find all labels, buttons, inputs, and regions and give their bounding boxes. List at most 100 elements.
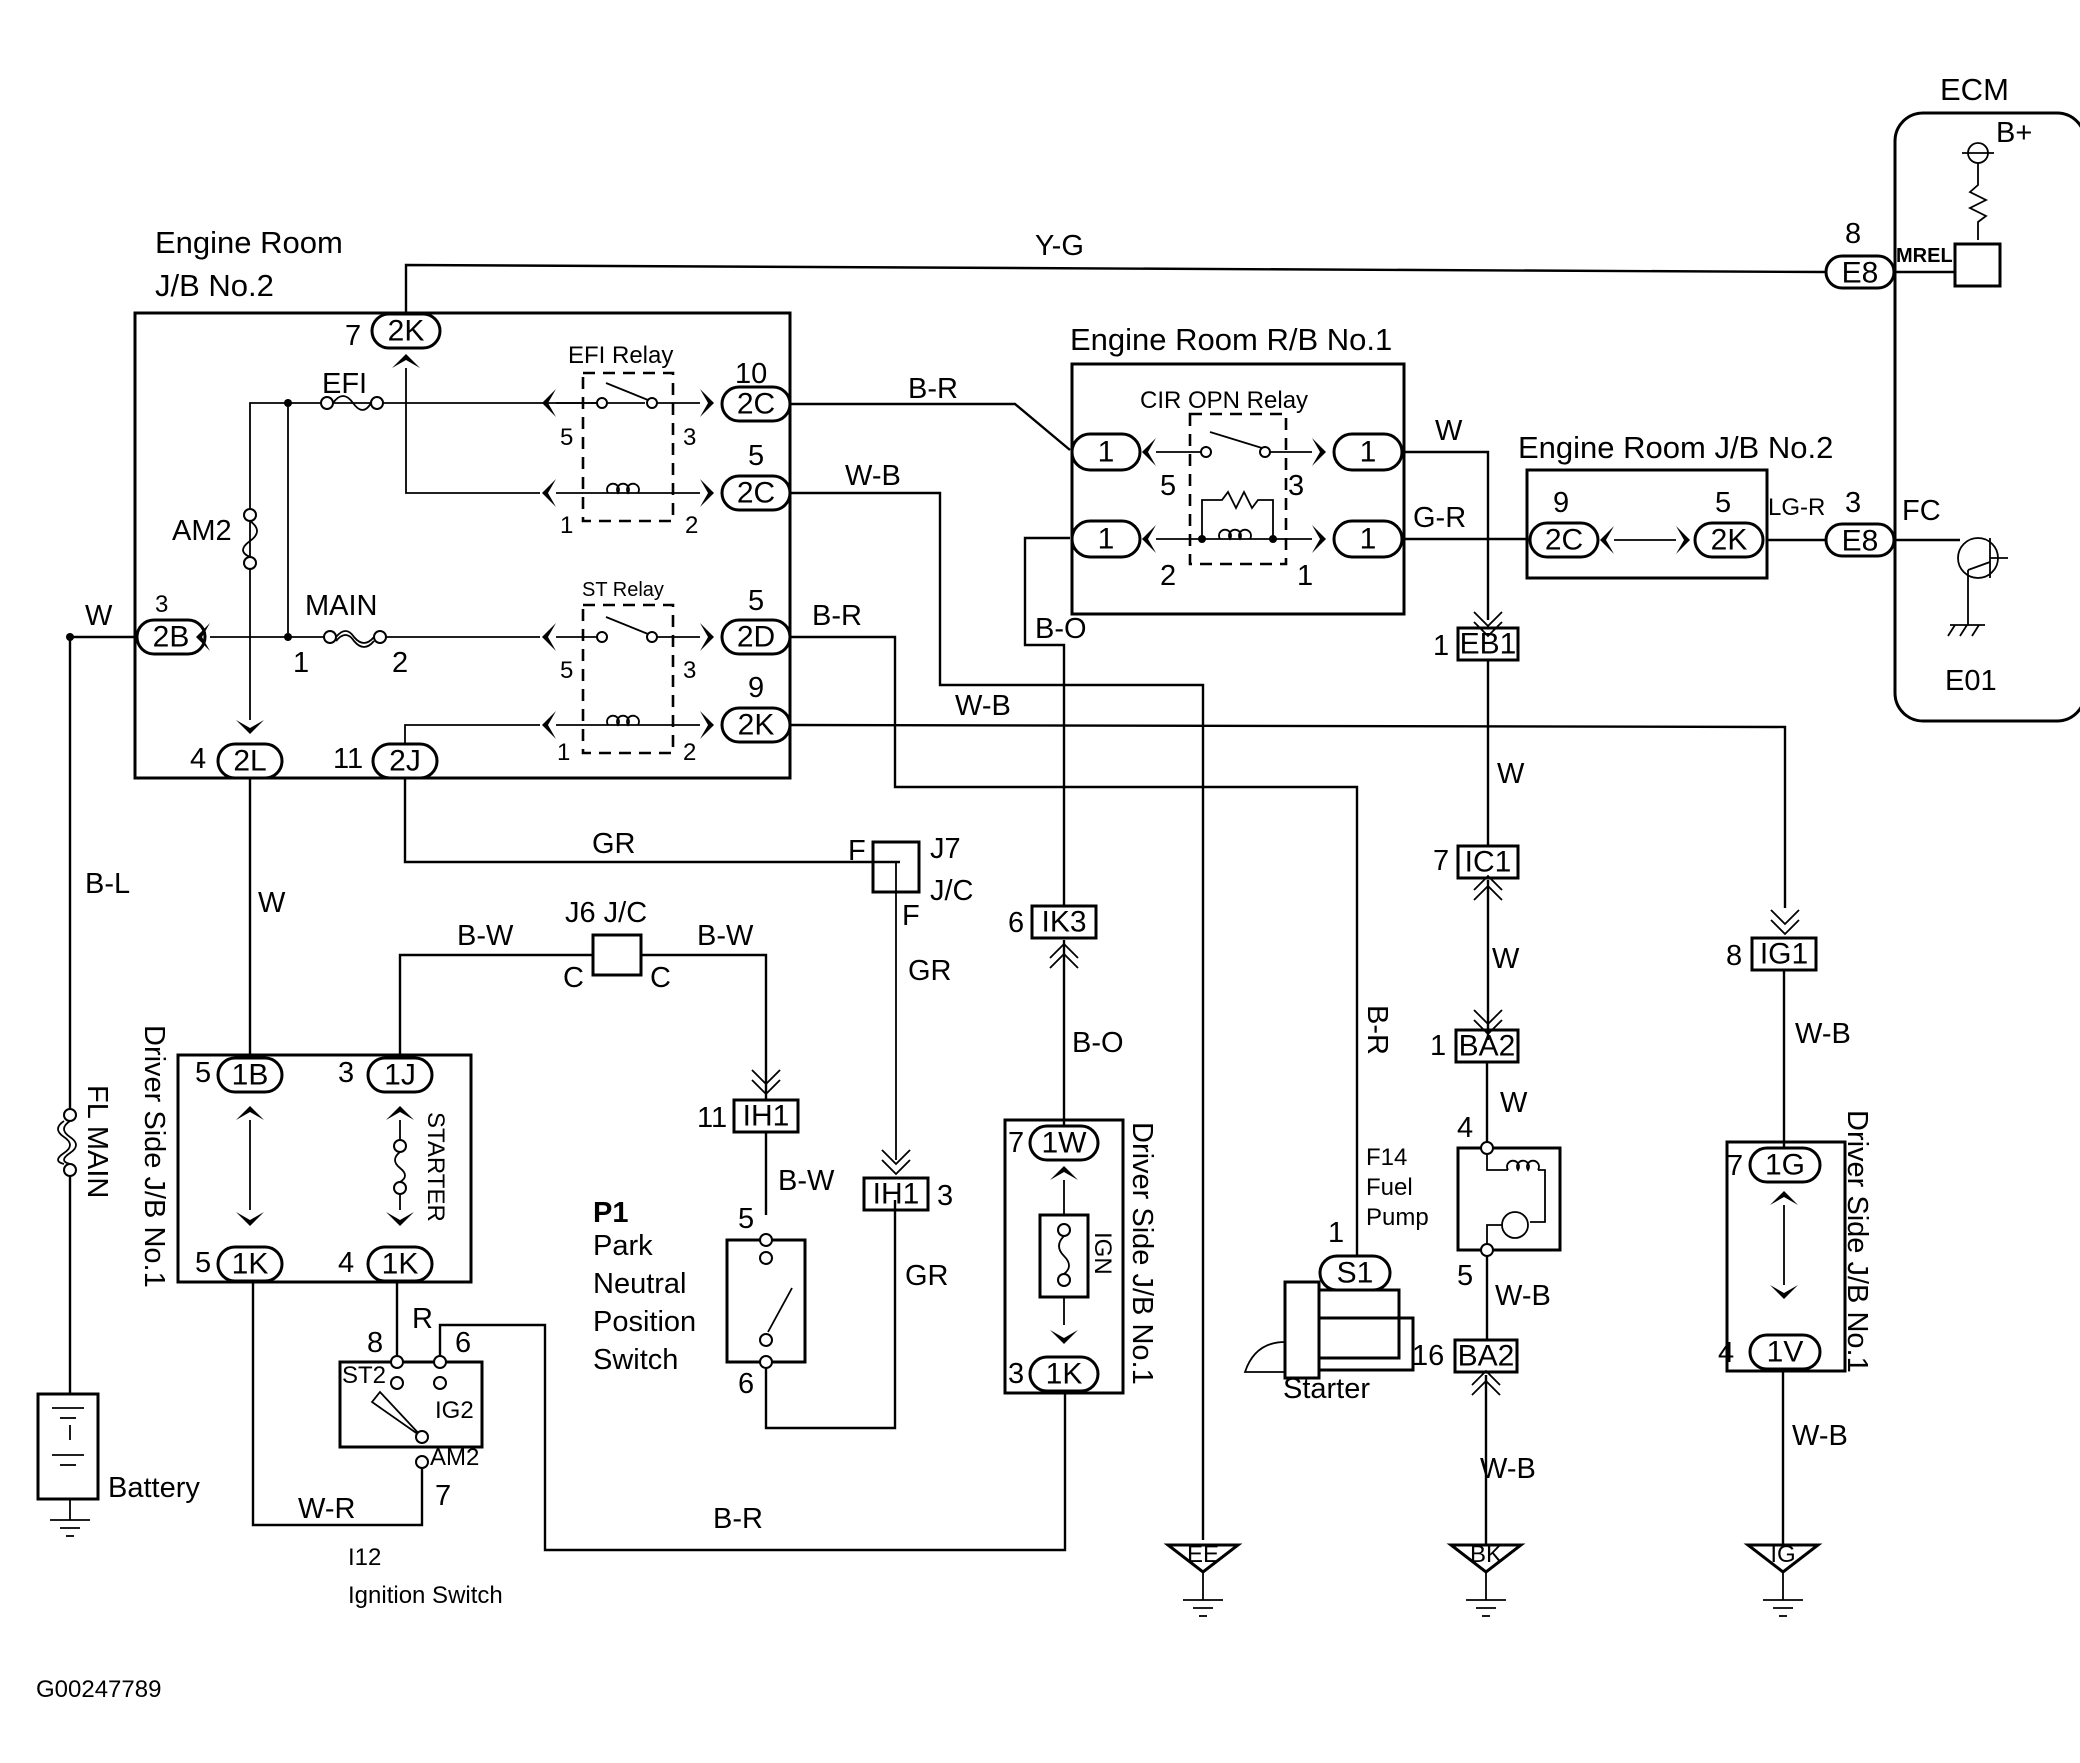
svg-text:1W: 1W (1042, 1127, 1088, 1160)
svg-text:B-R: B-R (812, 600, 862, 632)
connector-1k-pin4[interactable]: 1K (366, 1245, 434, 1283)
efi-fuse-icon (320, 395, 384, 411)
j7-junction-connector: F J7 J/C F (848, 833, 974, 1160)
svg-text:7: 7 (345, 320, 361, 352)
svg-text:3: 3 (1288, 470, 1304, 502)
connector-1b-pin5[interactable]: 1B (216, 1056, 284, 1094)
j6-junction-connector: J6 J/C C C (563, 897, 671, 994)
connector-2c-pin5[interactable]: 2C (720, 474, 792, 512)
svg-text:1: 1 (1360, 523, 1377, 556)
svg-text:S1: S1 (1337, 1257, 1374, 1290)
e01-label: E01 (1945, 665, 1997, 697)
svg-text:1K: 1K (232, 1248, 269, 1281)
connector-ig1-pin8[interactable]: IG1 (1750, 936, 1818, 972)
driver-side-jb1-left: Driver Side J/B No.1 5 1B 3 1J STARTER 5… (138, 1025, 473, 1288)
svg-text:IH1: IH1 (743, 1100, 790, 1133)
svg-text:FL MAIN: FL MAIN (81, 1085, 113, 1198)
starter-motor: 1 S1 Starter (1243, 1217, 1415, 1405)
connector-e8-pin8[interactable]: 8 E8 (1824, 218, 1896, 290)
connector-rb1-pin3[interactable]: 1 (1332, 432, 1404, 472)
connector-1v-pin4[interactable]: 1V (1748, 1333, 1822, 1371)
svg-text:5: 5 (748, 440, 764, 472)
svg-text:W-R: W-R (298, 1493, 355, 1525)
svg-text:6: 6 (455, 1327, 471, 1359)
svg-text:5: 5 (1160, 470, 1176, 502)
connector-1k-pin5[interactable]: 1K (216, 1245, 284, 1283)
svg-text:BA2: BA2 (1459, 1030, 1516, 1063)
connector-1k-pin3[interactable]: 1K (1028, 1355, 1100, 1393)
efi-relay: EFI Relay 5 3 1 2 (542, 342, 714, 539)
connector-1j-pin3[interactable]: 1J (366, 1056, 434, 1094)
mrel-label: MREL (1896, 245, 1953, 267)
wire-b-r-starter (790, 635, 1359, 1288)
connector-2k-pin5[interactable]: 2K (1693, 521, 1765, 559)
svg-text:1: 1 (560, 512, 573, 539)
svg-text:1V: 1V (1767, 1336, 1804, 1369)
svg-text:J6 J/C: J6 J/C (565, 897, 647, 929)
svg-text:EE: EE (1187, 1541, 1219, 1568)
connector-1w-pin7[interactable]: 1W (1028, 1124, 1100, 1162)
connector-ba2-pin1[interactable]: BA2 (1454, 1028, 1520, 1064)
svg-text:IGN: IGN (1089, 1232, 1116, 1275)
connector-2c-pin9[interactable]: 2C (1528, 521, 1600, 559)
connector-2b-pin3[interactable]: 2B (135, 618, 207, 656)
connector-ih1-pin11[interactable]: IH1 (732, 1098, 800, 1134)
svg-text:2C: 2C (737, 388, 775, 421)
connector-ih1-pin3[interactable]: IH1 (862, 1176, 930, 1212)
connector-rb1-pin2[interactable]: 1 (1070, 519, 1142, 559)
connector-2j-pin11[interactable]: 2J (371, 742, 439, 780)
driver-side-jb1-middle: Driver Side J/B No.1 7 1W IGN 3 1K (1003, 1118, 1158, 1395)
jb2-outline (133, 311, 792, 780)
connector-rb1-pin5[interactable]: 1 (1070, 432, 1142, 472)
am2-fuse-label: AM2 (172, 515, 232, 547)
svg-text:GR: GR (908, 955, 952, 987)
svg-text:B-L: B-L (85, 868, 130, 900)
wire-b-o (1023, 536, 1070, 906)
connector-ik3-pin6[interactable]: IK3 (1030, 904, 1098, 940)
svg-text:4: 4 (338, 1247, 354, 1279)
svg-text:B-W: B-W (457, 920, 514, 952)
svg-text:2K: 2K (1711, 524, 1748, 557)
svg-text:1: 1 (1098, 436, 1115, 469)
driver-side-jb1-right: Driver Side J/B No.1 7 1G 4 1V (1718, 1110, 1873, 1373)
connector-ic1-pin7[interactable]: IC1 (1456, 844, 1520, 880)
svg-text:7: 7 (1008, 1127, 1024, 1159)
connector-2c-pin10[interactable]: 2C (720, 385, 792, 423)
svg-text:Pump: Pump (1366, 1204, 1429, 1231)
svg-text:W: W (258, 887, 286, 919)
svg-text:2K: 2K (388, 315, 425, 348)
ground-bk[interactable]: BK (1446, 1541, 1526, 1617)
svg-text:1: 1 (1297, 560, 1313, 592)
ground-ig[interactable]: IG (1743, 1541, 1823, 1617)
svg-text:2C: 2C (737, 477, 775, 510)
connector-2k-pin9[interactable]: 2K (720, 706, 792, 744)
ecm-module: ECM B+ MREL FC E01 (1893, 72, 2080, 723)
svg-text:ST2: ST2 (342, 1362, 386, 1389)
connector-s1-pin1[interactable]: S1 (1318, 1254, 1392, 1292)
svg-text:I12: I12 (348, 1544, 381, 1571)
connector-2k-pin7[interactable]: 2K (370, 312, 442, 350)
svg-text:5: 5 (560, 424, 573, 451)
svg-text:1: 1 (1098, 523, 1115, 556)
svg-text:2B: 2B (153, 621, 190, 654)
svg-text:Driver Side J/B No.1: Driver Side J/B No.1 (138, 1025, 170, 1288)
connector-rb1-pin1[interactable]: 1 (1332, 519, 1404, 559)
connector-2d-pin5[interactable]: 2D (720, 618, 792, 656)
svg-text:W-B: W-B (1792, 1420, 1848, 1452)
connector-2l-pin4[interactable]: 2L (216, 742, 284, 780)
connector-e8-pin3[interactable]: 3 E8 (1824, 487, 1896, 558)
svg-text:IG2: IG2 (435, 1397, 474, 1424)
svg-text:W-B: W-B (1480, 1453, 1536, 1485)
efi-fuse-label: EFI (322, 368, 367, 400)
connector-ba2-pin16[interactable]: BA2 (1453, 1338, 1519, 1374)
svg-text:Fuel: Fuel (1366, 1174, 1413, 1201)
connector-eb1-pin1[interactable]: EB1 (1456, 626, 1520, 662)
connector-1g-pin7[interactable]: 1G (1748, 1146, 1822, 1184)
park-neutral-position-switch: P1 Park Neutral Position Switch 5 6 (593, 1197, 807, 1400)
wire-gr (403, 778, 900, 864)
ecm-outline (1893, 111, 2080, 723)
svg-text:AM2: AM2 (430, 1444, 479, 1471)
ground-ee[interactable]: EE (1163, 1541, 1243, 1617)
svg-text:Engine Room R/B No.1: Engine Room R/B No.1 (1070, 322, 1392, 357)
svg-text:IG: IG (1770, 1541, 1795, 1568)
